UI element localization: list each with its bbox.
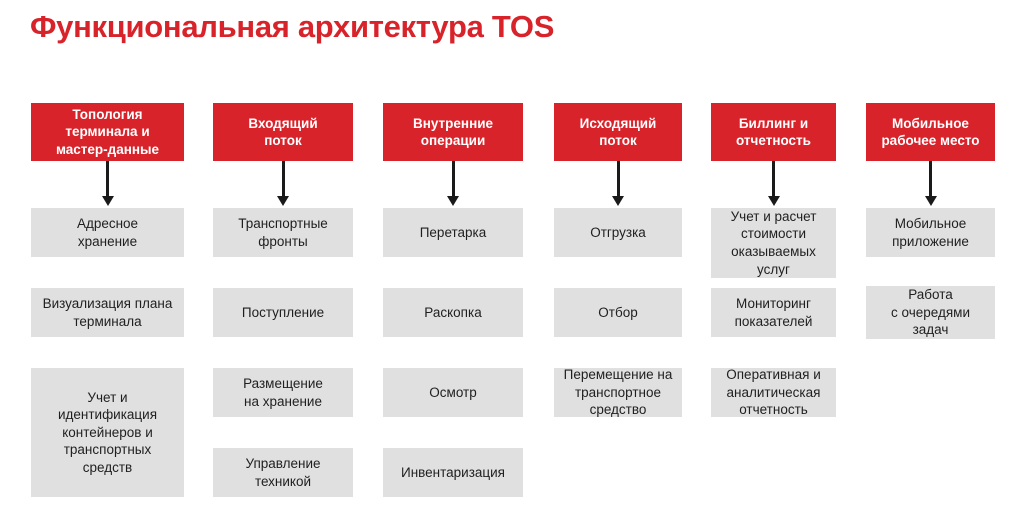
arrow-line: [772, 161, 775, 196]
function-box: Инвентаризация: [383, 448, 523, 497]
column-header: Мобильное рабочее место: [866, 103, 995, 161]
column-inbound-flow: Входящий поток Транспортные фронты Посту…: [213, 0, 353, 523]
function-box: Визуализация плана терминала: [31, 288, 184, 337]
down-arrow-icon: [31, 161, 184, 206]
column-outbound-flow: Исходящий поток Отгрузка Отбор Перемещен…: [554, 0, 682, 523]
function-box: Отгрузка: [554, 208, 682, 257]
arrow-line: [281, 161, 285, 196]
function-box: Управление техникой: [213, 448, 353, 497]
arrow-line: [616, 161, 620, 196]
arrow-line: [929, 161, 932, 196]
column-internal-operations: Внутренние операции Перетарка Раскопка О…: [383, 0, 523, 523]
column-header: Внутренние операции: [383, 103, 523, 161]
column-billing-reporting: Биллинг и отчетность Учет и расчет стоим…: [711, 0, 836, 523]
down-arrow-icon: [213, 161, 353, 206]
page-title: Функциональная архитектура TOS: [30, 9, 555, 44]
function-box: Перемещение на транспортное средство: [554, 367, 682, 417]
function-box: Осмотр: [383, 368, 523, 417]
function-box: Перетарка: [383, 208, 523, 257]
function-box: Адресное хранение: [31, 208, 184, 257]
function-box: Оперативная и аналитическая отчетность: [711, 367, 836, 417]
function-box: Мобильное приложение: [866, 208, 995, 257]
column-header: Входящий поток: [213, 103, 353, 161]
arrow-head: [612, 196, 624, 206]
column-header: Биллинг и отчетность: [711, 103, 836, 161]
function-box: Работа с очередями задач: [866, 286, 995, 339]
column-topology-master-data: Топология терминала и мастер-данные Адре…: [31, 0, 184, 523]
down-arrow-icon: [554, 161, 682, 206]
function-box: Размещение на хранение: [213, 368, 353, 417]
arrow-line: [451, 161, 455, 196]
column-mobile-workplace: Мобильное рабочее место Мобильное прилож…: [866, 0, 995, 523]
function-box: Поступление: [213, 288, 353, 337]
arrow-head: [767, 196, 780, 206]
arrow-head: [924, 196, 937, 206]
function-box: Транспортные фронты: [213, 208, 353, 257]
down-arrow-icon: [711, 161, 836, 206]
column-header: Топология терминала и мастер-данные: [31, 103, 184, 161]
function-box: Раскопка: [383, 288, 523, 337]
column-header: Исходящий поток: [554, 103, 682, 161]
arrow-line: [106, 161, 109, 196]
function-box: Отбор: [554, 288, 682, 337]
down-arrow-icon: [866, 161, 995, 206]
arrow-head: [447, 196, 459, 206]
function-box: Учет и расчет стоимости оказываемых услу…: [711, 208, 836, 278]
function-box: Мониторинг показателей: [711, 288, 836, 337]
arrow-head: [277, 196, 289, 206]
arrow-head: [101, 196, 114, 206]
down-arrow-icon: [383, 161, 523, 206]
function-box: Учет и идентификация контейнеров и транс…: [31, 368, 184, 497]
